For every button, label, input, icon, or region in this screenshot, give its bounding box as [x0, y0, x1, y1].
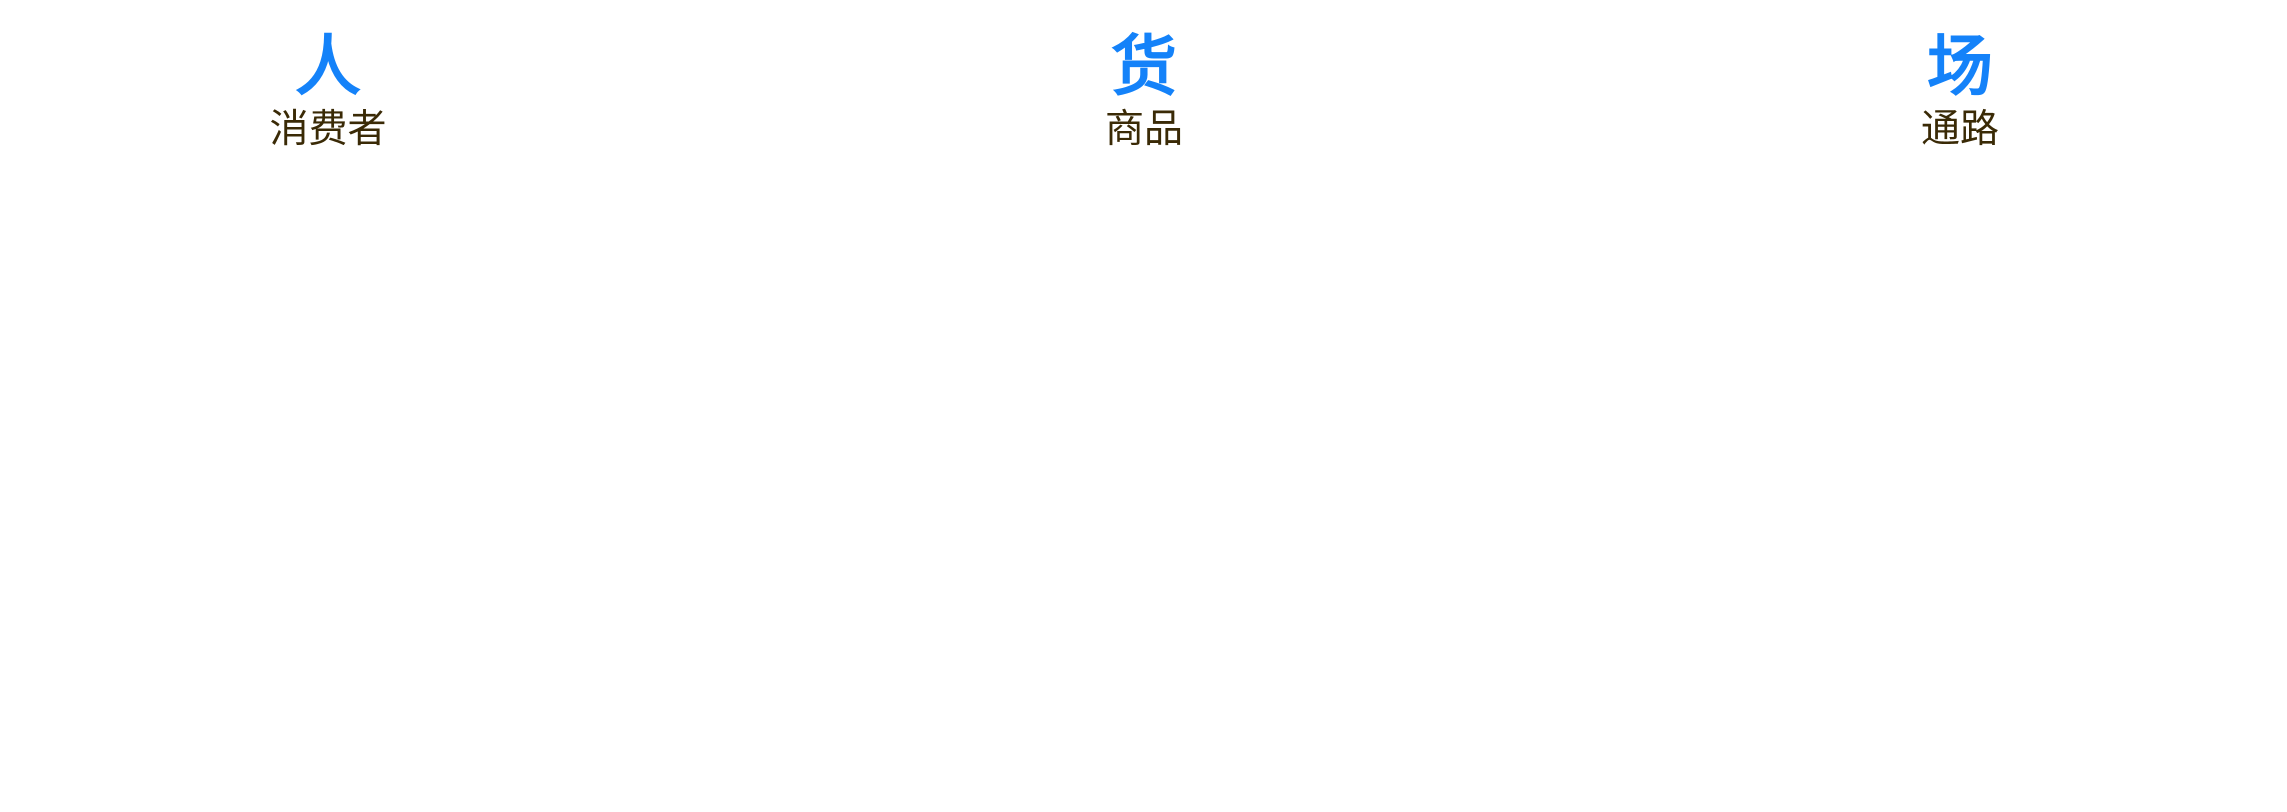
place-label: 通路	[1920, 107, 1999, 152]
place-column: 场 通路	[1860, 28, 2060, 154]
goods-label: 商品	[1104, 107, 1183, 152]
place-title: 场	[1927, 28, 1993, 105]
goods-title: 货	[1111, 28, 1177, 105]
people-label: 消费者	[269, 107, 387, 152]
people-column: 人 消费者	[228, 28, 428, 154]
goods-column: 货 商品	[1044, 28, 1244, 154]
people-title: 人	[295, 28, 361, 105]
